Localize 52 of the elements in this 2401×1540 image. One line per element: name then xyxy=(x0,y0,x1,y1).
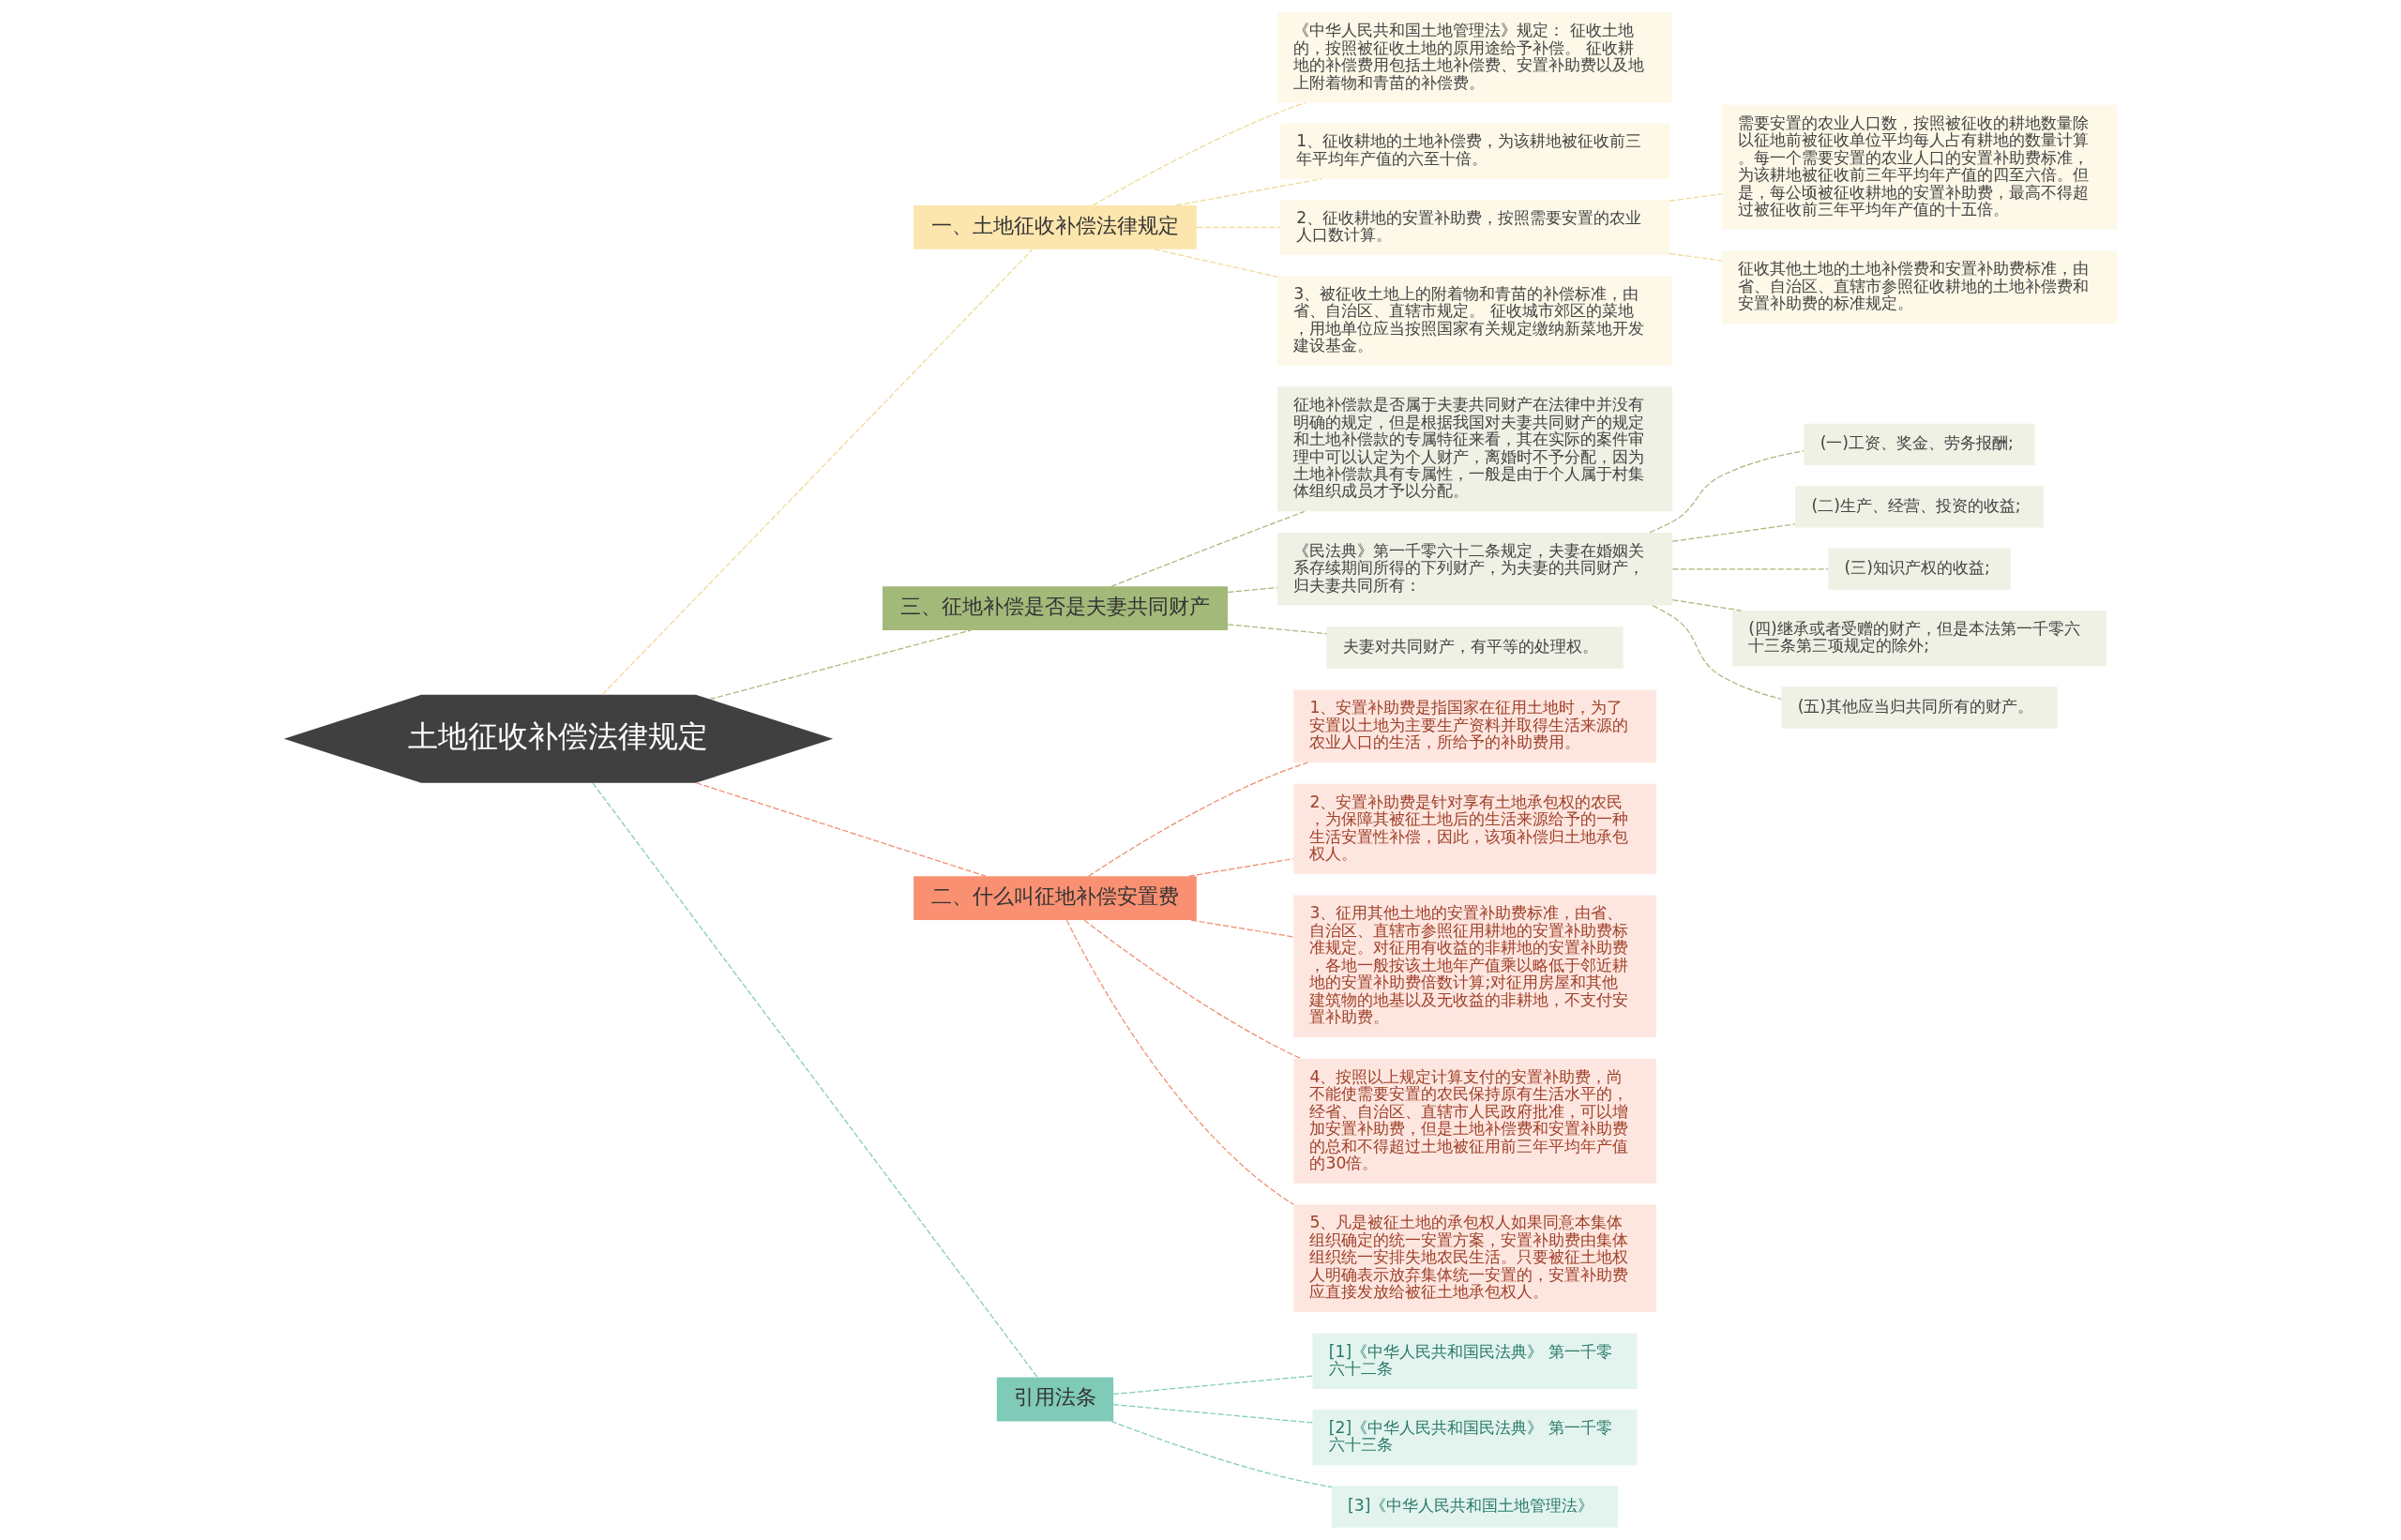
node-box: [2]《中华人民共和国民法典》 第一千零六十三条 xyxy=(1312,1410,1638,1466)
node-box: 征地补偿款是否属于夫妻共同财产在法律中并没有明确的规定，但是根据我国对夫妻共同财产的规定和土地补偿款的专属特征来看，其在实际的案件审理中可以认定为个人财产，离婚时不予分配，因为土地补偿款具有专属性，一般是由于个人属于村集体组织成员才予以分配。 xyxy=(1277,386,1673,512)
node-box: 夫妻对共同财产，有平等的处理权。 xyxy=(1326,627,1623,669)
node-box: 《中华人民共和国土地管理法》规定： 征收土地的，按照被征收土地的原用途给予补偿。 征收耕地的补偿费用包括土地补偿费、安置补助费以及地上附着物和青苗的补偿费。 xyxy=(1277,12,1673,103)
connector xyxy=(1110,1420,1333,1488)
connector xyxy=(1083,919,1302,1060)
node-box: 三、征地补偿是否是夫妻共同财产 xyxy=(882,586,1229,631)
connector xyxy=(1671,599,1743,611)
connector xyxy=(1671,523,1796,542)
connector xyxy=(1110,510,1306,587)
node-box: 5、凡是被征土地的承包权人如果同意本集体组织确定的统一安置方案，安置补助费由集体组织统一安排失地农民生活。只要被征土地权人明确表示放弃集体统一安置的，安置补助费应直接发放给被征土地承包权人。 xyxy=(1293,1204,1656,1313)
node-box: 需要安置的农业人口数，按照被征收的耕地数量除以征地前被征收单位平均每人占有耕地的数量计算。每一个需要安置的农业人口的安置补助费标准，为该耕地被征收前三年平均年产值的四至六倍。但是，每公顷被征收耕地的安置补助费，最高不得超过被征收前三年平均年产值的十五倍。 xyxy=(1722,104,2118,230)
connector xyxy=(1196,226,1281,228)
connector xyxy=(1669,252,1723,262)
node-box: 4、按照以上规定计算支付的安置补助费，尚不能使需要安置的农民保持原有生活水平的，经省、自治区、直辖市人民政府批准，可以增加安置补助费，但是土地补偿费和安置补助费的总和不得超过土地被征用前三年平均年产值的30倍。 xyxy=(1293,1058,1656,1184)
connector xyxy=(695,782,987,877)
connector xyxy=(1227,624,1327,635)
node-box: [3]《中华人民共和国土地管理法》 xyxy=(1331,1486,1619,1528)
connector xyxy=(1088,762,1308,877)
node-box: 3、被征收土地上的附着物和青苗的补偿标准，由省、自治区、直辖市规定。 征收城市郊区的菜地，用地单位应当按照国家有关规定缴纳新菜地开发建设基金。 xyxy=(1277,276,1673,367)
node-box: 3、征用其他土地的安置补助费标准，由省、自治区、直辖市参照征用耕地的安置补助费标准规定。对征用有收益的非耕地的安置补助费，各地一般按该土地年产值乘以略低于邻近耕地的安置补助费倍数计算;对征用房屋和其他建筑物的地基以及无收益的非耕地，不支付安置补助费。 xyxy=(1293,895,1656,1037)
connector xyxy=(1112,1403,1314,1424)
node-box: 征收其他土地的土地补偿费和安置补助费标准，由省、自治区、直辖市参照征收耕地的土地补偿费和安置补助费的标准规定。 xyxy=(1722,250,2118,325)
node-box: (三)知识产权的收益; xyxy=(1828,548,2011,590)
node-box: [1]《中华人民共和国民法典》 第一千零六十二条 xyxy=(1312,1333,1638,1389)
connector xyxy=(592,782,1038,1379)
node-box: 2、安置补助费是针对享有土地承包权的农民，为保障其被征土地后的生活来源给予的一种生活安置性补偿，因此，该项补偿归土地承包权人。 xyxy=(1293,783,1656,874)
connector xyxy=(1112,1375,1314,1396)
connector xyxy=(1092,101,1306,206)
connector xyxy=(1065,919,1295,1205)
connector xyxy=(1188,858,1294,877)
connector xyxy=(601,249,1034,695)
connector xyxy=(1671,568,1829,570)
node-box: 1、征收耕地的土地补偿费，为该耕地被征收前三年平均年产值的六至十倍。 xyxy=(1280,123,1669,179)
node-box: (四)继承或者受赠的财产，但是本法第一千零六十三条第三项规定的除外; xyxy=(1732,611,2107,667)
connector xyxy=(1190,919,1294,938)
node-box: 二、什么叫征地补偿安置费 xyxy=(914,876,1197,921)
connector xyxy=(709,629,972,701)
connector xyxy=(1649,450,1805,534)
connector xyxy=(1227,586,1278,594)
node-box: 一、土地征收补偿法律规定 xyxy=(914,204,1197,249)
node-box: 1、安置补助费是指国家在征用土地时，为了安置以土地为主要生产资料并取得生活来源的农业人口的生活，所给予的补助费用。 xyxy=(1293,689,1656,762)
connector xyxy=(1154,249,1278,278)
node-box: 引用法条 xyxy=(996,1377,1114,1422)
connector xyxy=(1669,193,1723,202)
connector xyxy=(1652,605,1782,700)
node-box: (五)其他应当归共同所有的财产。 xyxy=(1781,687,2058,729)
node-box: 2、征收耕地的安置补助费，按照需要安置的农业人口数计算。 xyxy=(1280,199,1669,255)
node-box: 《民法典》第一千零六十二条规定，夫妻在婚姻关系存续期间所得的下列财产，为夫妻的共同财产，归夫妻共同所有： xyxy=(1277,533,1673,606)
node-box: (一)工资、奖金、劳务报酬; xyxy=(1804,423,2035,465)
connector xyxy=(1175,178,1322,206)
node-box: (二)生产、经营、投资的收益; xyxy=(1795,486,2044,528)
